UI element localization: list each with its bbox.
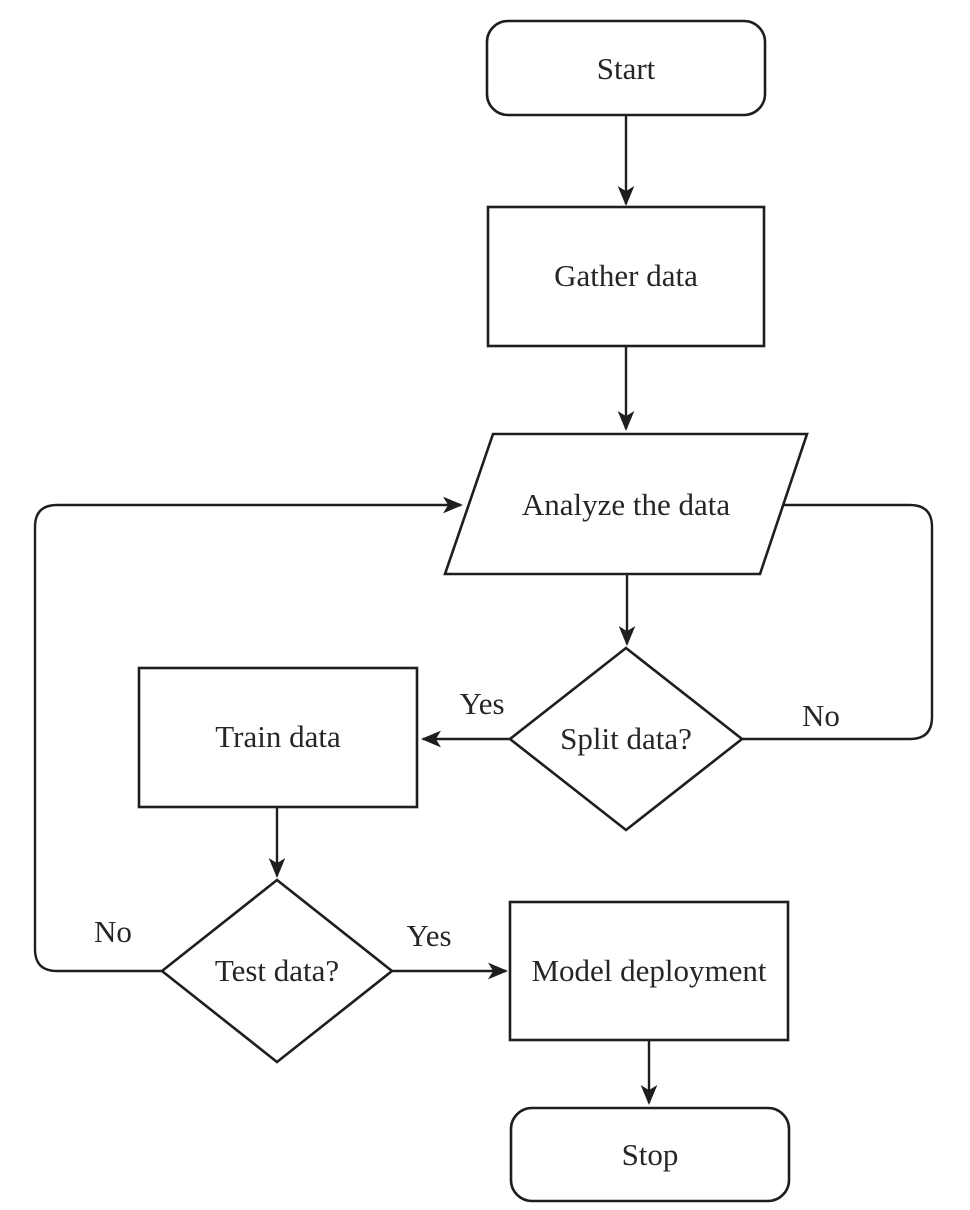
model-deployment-node bbox=[508, 900, 790, 1042]
train-data-label: Train data bbox=[215, 719, 341, 754]
train-data-node bbox=[137, 666, 419, 809]
split-data-decision-node bbox=[507, 646, 745, 832]
test-no-edge-label: No bbox=[94, 914, 132, 949]
nodes bbox=[137, 19, 809, 1203]
stop-node bbox=[509, 1106, 791, 1203]
test-data-decision-node bbox=[159, 878, 395, 1064]
split-no-edge-label: No bbox=[802, 698, 840, 733]
gather-data-label: Gather data bbox=[554, 258, 698, 293]
stop-label: Stop bbox=[622, 1137, 679, 1172]
analyze-data-label: Analyze the data bbox=[522, 487, 731, 522]
split-yes-edge-label: Yes bbox=[459, 686, 504, 721]
edge-test-analyze-no-loop bbox=[33, 496, 463, 973]
test-yes-edge-label: Yes bbox=[406, 918, 451, 953]
start-node bbox=[485, 19, 767, 117]
test-data-label: Test data? bbox=[215, 953, 339, 988]
analyze-data-node bbox=[443, 432, 809, 576]
labels: Start Gather data Analyze the data Split… bbox=[94, 51, 840, 1172]
start-label: Start bbox=[597, 51, 656, 86]
split-data-label: Split data? bbox=[560, 721, 692, 756]
gather-data-node bbox=[486, 205, 766, 348]
edges bbox=[33, 115, 934, 1105]
model-deployment-label: Model deployment bbox=[531, 953, 766, 988]
edge-split-analyze-no-loop bbox=[742, 503, 934, 741]
